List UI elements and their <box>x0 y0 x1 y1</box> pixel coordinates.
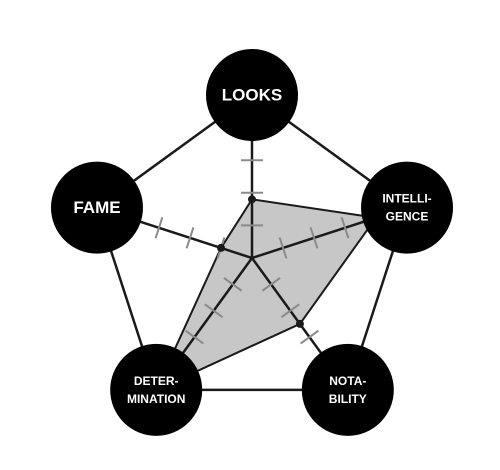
radar-tick <box>204 303 224 319</box>
radar-data-point <box>216 243 225 252</box>
radar-tick <box>261 277 281 292</box>
radar-tick <box>223 277 243 292</box>
axis-label-text: BILITY <box>329 392 367 406</box>
axis-label-text: DETER- <box>134 374 179 388</box>
axis-label-badge: FAME <box>50 161 143 254</box>
axis-label-text: FAME <box>73 198 120 217</box>
radar-tick <box>278 237 288 259</box>
radar-data-area <box>154 198 378 392</box>
axis-label-circle <box>206 49 298 141</box>
radar-axis-labels: LOOKS INTELLI- GENCE NOTA- BILITY DETER- MINAT… <box>50 49 454 436</box>
axis-label-text: INTELLI- <box>382 192 431 206</box>
axis-label-circle <box>361 161 454 254</box>
radar-data-point <box>295 319 304 328</box>
radar-data-point <box>248 195 256 204</box>
axis-label-badge: DETER- MINATION <box>110 343 203 436</box>
axis-label-text: NOTA- <box>329 374 366 388</box>
axis-label-circle <box>301 343 394 436</box>
radar-tick <box>185 329 205 345</box>
axis-label-text: LOOKS <box>222 86 282 105</box>
radar-tick <box>154 217 164 239</box>
radar-tick <box>309 227 319 249</box>
radar-tick <box>299 329 319 345</box>
axis-label-badge: LOOKS <box>206 49 298 141</box>
radar-tick <box>185 227 195 249</box>
axis-label-circle <box>110 343 203 436</box>
axis-label-circle <box>50 161 143 254</box>
radar-tick <box>280 303 300 319</box>
axis-label-text: MINATION <box>127 392 185 406</box>
axis-label-badge: INTELLI- GENCE <box>361 161 454 254</box>
axis-label-badge: NOTA- BILITY <box>301 343 394 436</box>
radar-tick <box>340 217 350 239</box>
axis-label-text: GENCE <box>386 210 429 224</box>
